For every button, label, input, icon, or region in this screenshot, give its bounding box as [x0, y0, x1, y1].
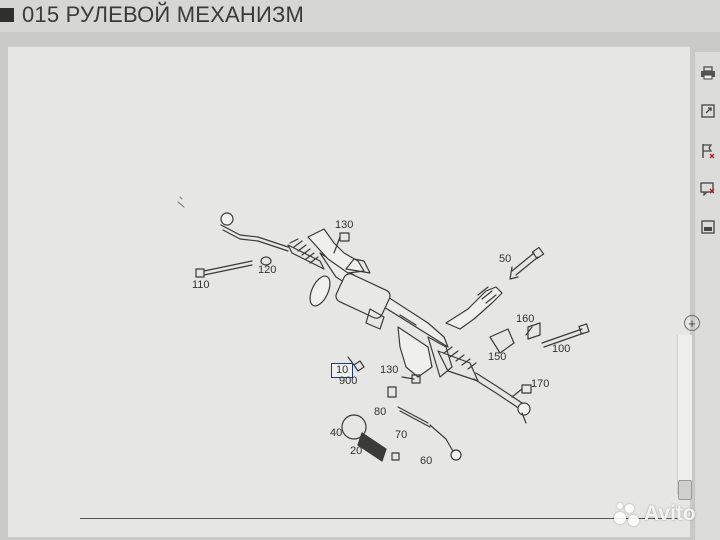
part-170-nut: [521, 384, 532, 394]
part-small-nut: [391, 452, 400, 461]
rack-housing: [307, 228, 453, 378]
diagram-viewer[interactable]: 130 50 120 110 10 160 100 150 130 900 17…: [8, 46, 690, 537]
comment-icon[interactable]: [697, 178, 719, 200]
callout-100[interactable]: 100: [552, 343, 571, 355]
callout-110[interactable]: 110: [192, 279, 210, 291]
title-square-icon: [0, 8, 14, 22]
callout-900[interactable]: 900: [339, 375, 358, 387]
flag-icon[interactable]: [697, 140, 719, 162]
avito-logo-icon: [614, 502, 640, 526]
part-50-shaft: [509, 246, 545, 280]
callout-120[interactable]: 120: [258, 264, 277, 276]
part-20-boot: [357, 432, 387, 462]
callout-60[interactable]: 60: [420, 455, 433, 467]
callout-170[interactable]: 170: [531, 378, 550, 390]
part-130-nut-top: [339, 232, 350, 242]
part-160-bolt: [527, 322, 541, 340]
zoom-slider-handle[interactable]: [678, 480, 692, 500]
part-80-sleeve: [387, 386, 397, 398]
part-120-washer: [260, 256, 272, 266]
part-110-bolt: [195, 260, 253, 278]
callout-10-selected[interactable]: 10: [331, 363, 354, 378]
page-title: 015 РУЛЕВОЙ МЕХАНИЗМ: [22, 2, 305, 27]
right-boot: [437, 346, 479, 382]
part-70-rod: [397, 406, 431, 428]
callout-40[interactable]: 40: [330, 427, 343, 439]
callout-20[interactable]: 20: [350, 445, 363, 457]
part-40-ring: [341, 414, 367, 440]
avito-watermark: Avito: [614, 500, 696, 528]
bottom-divider: [80, 518, 680, 519]
part-150-bracket: [489, 328, 515, 354]
printer-icon[interactable]: [697, 62, 719, 84]
toolbar-sidebar: [694, 52, 720, 540]
left-boot: [287, 238, 325, 270]
pinion-shaft: [445, 286, 503, 330]
left-tie-rod-end: [220, 212, 289, 252]
callout-50[interactable]: 50: [499, 253, 512, 265]
panel-icon[interactable]: [697, 216, 719, 238]
callout-70[interactable]: 70: [395, 429, 408, 441]
callout-160[interactable]: 160: [516, 313, 535, 325]
zoom-in-icon[interactable]: +: [684, 315, 700, 331]
steering-gear-diagram: [177, 196, 590, 462]
callout-130-top[interactable]: 130: [335, 219, 354, 231]
part-100-bolt: [541, 323, 590, 348]
callout-150[interactable]: 150: [488, 351, 507, 363]
open-external-icon[interactable]: [697, 100, 719, 122]
callout-80[interactable]: 80: [374, 406, 387, 418]
zoom-slider-track[interactable]: [677, 335, 692, 495]
callout-130-lower[interactable]: 130: [380, 364, 399, 376]
watermark-text: Avito: [644, 502, 696, 525]
part-60-tie-rod-end: [429, 424, 462, 461]
right-tie-rod-end: [473, 372, 531, 424]
title-bar: 015 РУЛЕВОЙ МЕХАНИЗМ: [0, 0, 720, 32]
